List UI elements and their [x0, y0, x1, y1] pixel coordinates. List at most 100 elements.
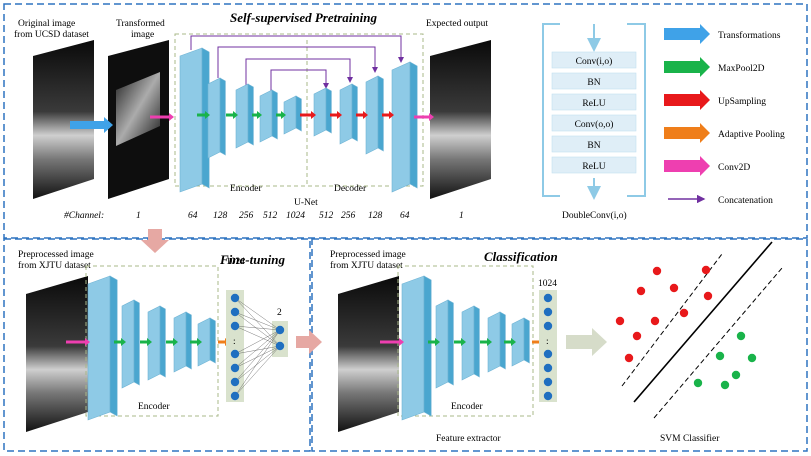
pretraining-section-border: [3, 3, 808, 239]
svm-green-point: [693, 378, 703, 388]
output-conv2d-arrow: [414, 113, 434, 121]
doubleconv-row-bg: [551, 93, 637, 111]
maxpool-arrow-2: [226, 111, 238, 119]
feature-ellipsis: :: [546, 337, 549, 347]
legend-swatch-conv2d: [664, 156, 710, 176]
feature-node: [543, 307, 553, 317]
legend-swatch-maxpool2d: [664, 57, 710, 77]
classify-input-label-line2: from XJTU dataset: [330, 260, 403, 271]
pretraining-title: Self-supervised Pretraining: [230, 10, 377, 25]
unet-block-1024: [283, 95, 302, 135]
legend-swatch-transformations: [664, 24, 710, 44]
feature-node: [543, 377, 553, 387]
upsample-arrow-4: [382, 111, 394, 119]
doubleconv-row-label: ReLU: [582, 99, 605, 109]
classify-block-64: [401, 275, 432, 421]
doubleconv-row-label: Conv(o,o): [575, 119, 614, 130]
unet-block-512: [259, 89, 278, 143]
finetune-block-1024: [197, 317, 216, 367]
svm-red-point: [669, 283, 679, 293]
classify-block-1024: [511, 317, 530, 367]
svm-green-point: [747, 353, 757, 363]
fc-input-node: [230, 307, 240, 317]
upsample-arrow-3: [356, 111, 368, 119]
fc-output-node: [275, 325, 285, 335]
fc-connection: [234, 329, 281, 369]
feature-node: [543, 363, 553, 373]
classify-encoder-label: Encoder: [451, 402, 483, 412]
fc-connection: [234, 345, 281, 397]
classify-dim-1024: 1024: [538, 279, 557, 289]
original-image-label-line1: Original image: [18, 19, 75, 29]
feature-node: [543, 321, 553, 331]
fc-connection: [234, 311, 281, 347]
input-conv2d-arrow: [150, 113, 174, 121]
channel-number: 512: [263, 211, 278, 221]
unet-up-block-128: [365, 75, 384, 155]
finetune-maxpool-3: [166, 338, 178, 346]
legend-label: Concatenation: [718, 196, 773, 206]
fc-ellipsis: :: [233, 337, 236, 347]
classify-block-128: [435, 299, 454, 389]
classify-block-512: [487, 311, 506, 373]
unet-block-128: [207, 77, 226, 159]
fc-connection: [234, 329, 281, 397]
features-to-svm-arrow: [566, 328, 607, 356]
unet-block-256: [235, 83, 254, 149]
fc-connection: [234, 345, 281, 355]
classification-section-border: [311, 238, 808, 452]
finetune-dim-1024: 1024: [226, 257, 245, 267]
classify-block-256: [461, 305, 480, 381]
feature-extractor-label: Feature extractor: [436, 434, 501, 444]
finetune-maxpool-4: [190, 338, 202, 346]
legend-swatch-adaptive-pooling: [664, 123, 710, 143]
channel-number: 128: [213, 211, 228, 221]
legend-swatch-upsampling: [664, 90, 710, 110]
svm-green-point: [731, 370, 741, 380]
svm-classifier-label: SVM Classifier: [660, 433, 720, 444]
feature-node: [543, 391, 553, 401]
channel-number: 128: [368, 211, 383, 221]
fc-connection: [234, 345, 281, 383]
fc-input-node: [230, 293, 240, 303]
fc-connection: [234, 329, 281, 355]
pretrain-to-finetune-arrow: [141, 229, 169, 253]
legend-label: Adaptive Pooling: [718, 130, 785, 140]
legend-label: Transformations: [718, 30, 781, 41]
svm-red-point: [703, 291, 713, 301]
svm-red-point: [701, 265, 711, 275]
encoder-label: Encoder: [230, 184, 262, 194]
svm-margin-lower: [653, 267, 783, 419]
svm-green-point: [736, 331, 746, 341]
classification-title: Classification: [484, 249, 558, 264]
unet-conv-64-block: [179, 47, 210, 193]
classify-input-label-line1: Preprocessed image: [330, 250, 406, 260]
original-oct-image: [33, 40, 94, 199]
channel-label: #Channel:: [64, 211, 104, 221]
unet-box: [174, 33, 424, 187]
channel-number: 512: [319, 211, 334, 221]
unet-label: U-Net: [294, 198, 318, 208]
fc-input-node: [230, 391, 240, 401]
unet-up-block-512: [313, 87, 332, 137]
doubleconv-caption: DoubleConv(i,o): [562, 210, 627, 221]
finetune-dim-2: 2: [277, 308, 282, 318]
transformed-patch: [116, 72, 160, 146]
unet-up-block-256: [339, 83, 358, 145]
legend-label: Conv2D: [718, 163, 750, 173]
svm-green-point: [715, 351, 725, 361]
svm-red-point: [679, 308, 689, 318]
svm-red-point: [624, 353, 634, 363]
feature-node: [543, 349, 553, 359]
svm-green-point: [720, 380, 730, 390]
svm-red-point: [632, 331, 642, 341]
fc-input-node: [230, 349, 240, 359]
doubleconv-row-bg: [551, 156, 637, 174]
finetune-conv2d-arrow: [66, 338, 90, 346]
expected-output-label: Expected output: [426, 19, 488, 29]
feature-vector-bg: [539, 290, 557, 402]
transformation-arrow: [70, 117, 113, 133]
decoder-label: Decoder: [334, 184, 367, 194]
